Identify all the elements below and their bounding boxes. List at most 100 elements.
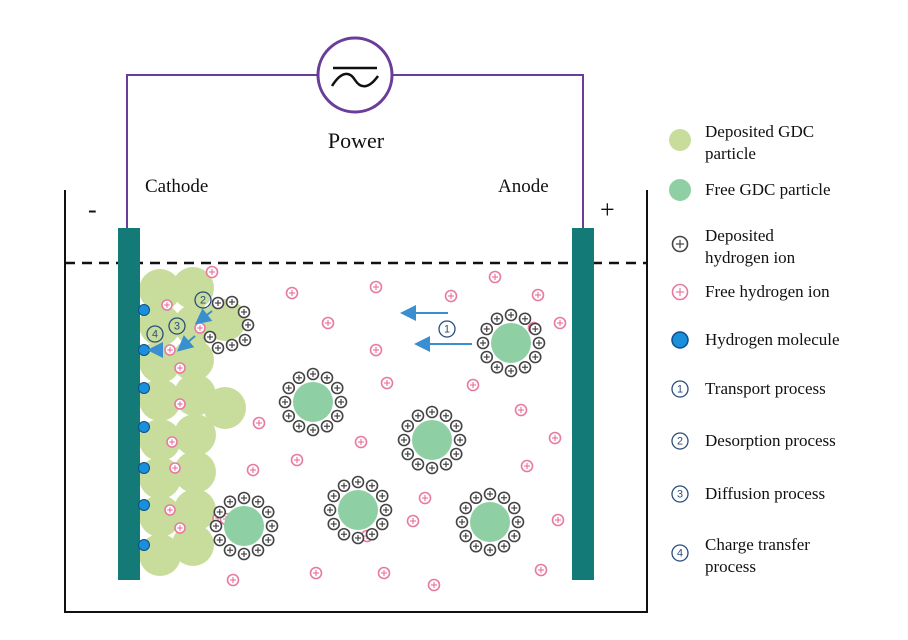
anode-electrode	[572, 228, 594, 580]
free-hydrogen-ion	[377, 566, 391, 580]
step-2-marker: 2	[194, 291, 212, 309]
deposited-hydrogen-ion	[351, 475, 365, 489]
legend-item-free-gdc: Free GDC particle	[669, 179, 831, 201]
free-hydrogen-ion	[427, 578, 441, 592]
deposited-hydrogen-ion	[490, 312, 504, 326]
legend-label: Hydrogen molecule	[705, 330, 840, 349]
deposited-hydrogen-ion	[292, 419, 306, 433]
deposited-hydrogen-ion	[211, 296, 225, 310]
deposited-hydrogen-ion	[237, 491, 251, 505]
legend-label: Charge transfer	[705, 535, 810, 554]
deposited-gdc-particle	[204, 387, 246, 429]
trapped-hydrogen-ion	[164, 344, 176, 356]
free-hydrogen-ion	[226, 573, 240, 587]
free-hydrogen-ion	[488, 270, 502, 284]
free-gdc-particle	[224, 506, 264, 546]
deposited-hydrogen-ion	[337, 527, 351, 541]
desorption-arrow	[194, 308, 213, 325]
legend-label: Deposited GDC	[705, 122, 814, 141]
deposited-hydrogen-ion	[411, 457, 425, 471]
deposited-hydrogen-ion	[480, 322, 494, 336]
deposited-gdc-icon	[669, 129, 691, 151]
deposited-hydrogen-ion	[237, 305, 251, 319]
legend-item-hydrogen-molecule: Hydrogen molecule	[671, 330, 840, 349]
deposited-hydrogen-ion	[211, 341, 225, 355]
hydrogen-molecules	[138, 304, 150, 551]
deposited-hydrogen-ion	[459, 529, 473, 543]
deposited-hydrogen-ion	[375, 489, 389, 503]
power-label: Power	[328, 128, 385, 153]
deposited-gdc-particle	[139, 304, 181, 346]
free-gdc-particle-cluster	[397, 405, 467, 475]
legend-label: hydrogen ion	[705, 248, 796, 267]
deposited-hydrogen-ion	[504, 308, 518, 322]
deposited-hydrogen-ion	[476, 336, 490, 350]
legend-item-deposited-hydrogen-ion: Deposited hydrogen ion	[671, 226, 796, 267]
deposited-hydrogen-ion	[455, 515, 469, 529]
legend-label: process	[705, 557, 756, 576]
trapped-hydrogen-ion	[174, 398, 186, 410]
hydrogen-molecule	[138, 382, 150, 394]
free-hydrogen-ion	[205, 265, 219, 279]
hydrogen-molecule	[138, 421, 150, 433]
deposited-hydrogen-ion	[532, 336, 546, 350]
free-gdc-particle	[470, 502, 510, 542]
legend-item-desorption-process: 2 Desorption process	[671, 431, 836, 450]
anode-label: Anode	[498, 176, 549, 197]
free-hydrogen-ion	[553, 316, 567, 330]
legend-label: Desorption process	[705, 431, 836, 450]
free-gdc-particle-cluster	[278, 367, 348, 437]
free-hydrogen-ion	[321, 316, 335, 330]
free-hydrogen-ion	[290, 453, 304, 467]
deposited-hydrogen-ion	[251, 495, 265, 509]
trapped-hydrogen-ion	[164, 504, 176, 516]
free-gdc-icon	[669, 179, 691, 201]
negative-terminal-sign: -	[88, 195, 97, 224]
deposited-hydrogen-ion	[518, 360, 532, 374]
svg-text:4: 4	[677, 547, 683, 559]
deposited-hydrogen-ion	[480, 350, 494, 364]
free-gdc-particle	[293, 382, 333, 422]
deposited-hydrogen-ion	[401, 419, 415, 433]
deposited-hydrogen-ion	[278, 395, 292, 409]
deposited-gdc-particle	[139, 419, 181, 461]
deposited-hydrogen-ion	[507, 529, 521, 543]
svg-text:3: 3	[677, 488, 683, 500]
free-hydrogen-ion	[309, 566, 323, 580]
legend-label: Deposited	[705, 226, 774, 245]
trapped-hydrogen-ion	[174, 362, 186, 374]
power-source-icon	[316, 36, 394, 114]
svg-text:2: 2	[677, 435, 683, 447]
deposited-hydrogen-ion	[528, 350, 542, 364]
legend-label: Transport process	[705, 379, 826, 398]
deposited-hydrogen-ion	[327, 489, 341, 503]
free-hydrogen-ion	[531, 288, 545, 302]
deposited-hydrogen-ion	[497, 539, 511, 553]
deposited-hydrogen-ion	[320, 371, 334, 385]
hydrogen-molecule	[138, 539, 150, 551]
deposited-hydrogen-ion	[425, 405, 439, 419]
legend-label: Diffusion process	[705, 484, 825, 503]
wire-anode	[392, 74, 584, 228]
legend-label: particle	[705, 144, 756, 163]
hydrogen-molecule	[138, 344, 150, 356]
trapped-hydrogen-ion	[174, 522, 186, 534]
hydrogen-molecule	[138, 462, 150, 474]
free-hydrogen-ion	[406, 514, 420, 528]
desorption-process-icon: 2	[671, 432, 689, 450]
deposited-hydrogen-ion	[282, 409, 296, 423]
deposited-hydrogen-ion	[282, 381, 296, 395]
free-hydrogen-ion	[380, 376, 394, 390]
deposited-hydrogen-ion	[511, 515, 525, 529]
free-hydrogen-ion-icon	[671, 283, 689, 301]
deposited-hydrogen-ion	[453, 433, 467, 447]
deposited-gdc-particle	[172, 267, 214, 309]
free-hydrogen-ion	[285, 286, 299, 300]
free-hydrogen-ion	[444, 289, 458, 303]
diffusion-process-icon: 3	[671, 485, 689, 503]
free-gdc-particle-cluster	[476, 308, 546, 378]
